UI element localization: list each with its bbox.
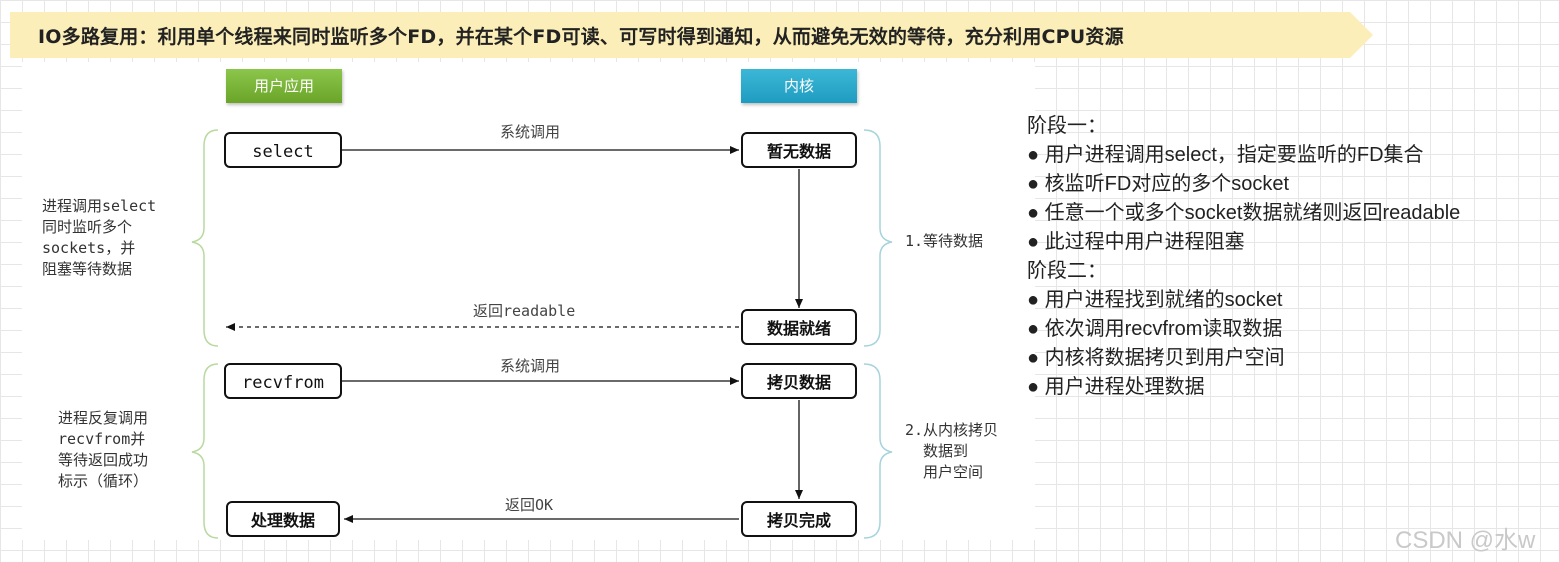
stage1-title: 阶段一： — [1027, 115, 1107, 137]
banner-title: IO多路复用：利用单个线程来同时监听多个FD，并在某个FD可读、可写时得到通知，… — [38, 26, 1124, 48]
copy-done-box: 拷贝完成 — [741, 501, 857, 537]
left-brace-phase1 — [191, 129, 219, 347]
stage2-item: ● 内核将数据拷贝到用户空间 — [1027, 347, 1285, 369]
diagram-panel — [22, 62, 1035, 540]
syscall-label-2: 系统调用 — [500, 357, 561, 375]
phase1-right-note: 1.等待数据 — [905, 232, 984, 250]
phase1-left-note: 进程调用select 同时监听多个 sockets，并 阻塞等待数据 — [42, 197, 157, 278]
syscall-label-1: 系统调用 — [500, 123, 561, 141]
stage2-item: ● 用户进程处理数据 — [1027, 376, 1205, 398]
kernel-header: 内核 — [741, 69, 857, 103]
stage1-item: ● 核监听FD对应的多个socket — [1027, 173, 1290, 195]
return-readable-label: 返回readable — [473, 302, 576, 320]
stage2-title: 阶段二： — [1027, 260, 1107, 282]
stage1-item: ● 此过程中用户进程阻塞 — [1027, 231, 1245, 253]
stage1-item: ● 任意一个或多个socket数据就绪则返回readable — [1027, 202, 1461, 224]
copy-data-box: 拷贝数据 — [741, 363, 857, 399]
right-brace-phase2 — [863, 363, 893, 539]
recvfrom-box: recvfrom — [224, 363, 342, 399]
title-banner — [10, 12, 1373, 58]
no-data-box: 暂无数据 — [741, 132, 857, 168]
watermark: CSDN @水w — [1395, 527, 1536, 554]
stage-description: 阶段一： ● 用户进程调用select，指定要监听的FD集合 ● 核监听FD对应… — [1027, 112, 1460, 402]
phase2-left-note: 进程反复调用 recvfrom并 等待返回成功 标示（循环） — [58, 409, 149, 490]
stage2-item: ● 依次调用recvfrom读取数据 — [1027, 318, 1283, 340]
left-brace-phase2 — [191, 363, 219, 539]
data-ready-box: 数据就绪 — [741, 309, 857, 345]
stage1-item: ● 用户进程调用select，指定要监听的FD集合 — [1027, 144, 1424, 166]
user-app-header: 用户应用 — [226, 69, 342, 103]
phase2-right-note: 2.从内核拷贝 数据到 用户空间 — [905, 421, 999, 481]
process-data-box: 处理数据 — [226, 501, 340, 537]
right-brace-phase1 — [863, 129, 893, 347]
return-ok-label: 返回OK — [505, 496, 554, 514]
stage2-item: ● 用户进程找到就绪的socket — [1027, 289, 1283, 311]
select-box: select — [224, 132, 342, 168]
